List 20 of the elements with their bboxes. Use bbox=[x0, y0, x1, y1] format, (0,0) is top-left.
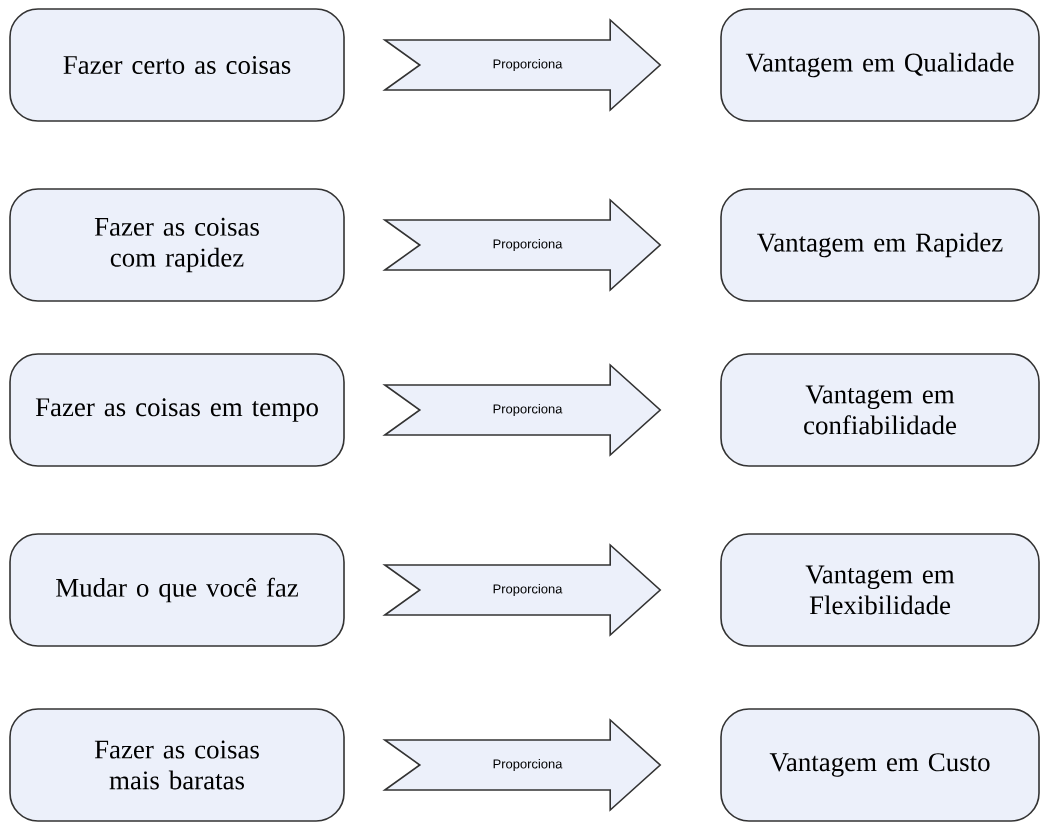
rounded-box: Vantagem em Custo bbox=[720, 708, 1040, 822]
edge-label: Proporciona bbox=[493, 238, 563, 252]
rounded-box: Mudar o que você faz bbox=[9, 533, 345, 647]
block-arrow bbox=[382, 543, 662, 637]
rounded-box: Vantagem em Rapidez bbox=[720, 188, 1040, 302]
edge-label: Proporciona bbox=[493, 583, 563, 597]
rounded-box: Vantagem em Qualidade bbox=[720, 8, 1040, 122]
rounded-box: Fazer as coisas em tempo bbox=[9, 353, 345, 467]
block-arrow bbox=[382, 718, 662, 812]
rounded-box: Vantagem em Flexibilidade bbox=[720, 533, 1040, 647]
block-arrow bbox=[382, 18, 662, 112]
rounded-box: Fazer as coisas mais baratas bbox=[9, 708, 345, 822]
rounded-box: Fazer certo as coisas bbox=[9, 8, 345, 122]
rounded-box: Vantagem em confiabilidade bbox=[720, 353, 1040, 467]
block-arrow bbox=[382, 198, 662, 292]
block-arrow bbox=[382, 363, 662, 457]
edge-label: Proporciona bbox=[493, 403, 563, 417]
rounded-box: Fazer as coisas com rapidez bbox=[9, 188, 345, 302]
edge-label: Proporciona bbox=[493, 758, 563, 772]
edge-label: Proporciona bbox=[493, 58, 563, 72]
